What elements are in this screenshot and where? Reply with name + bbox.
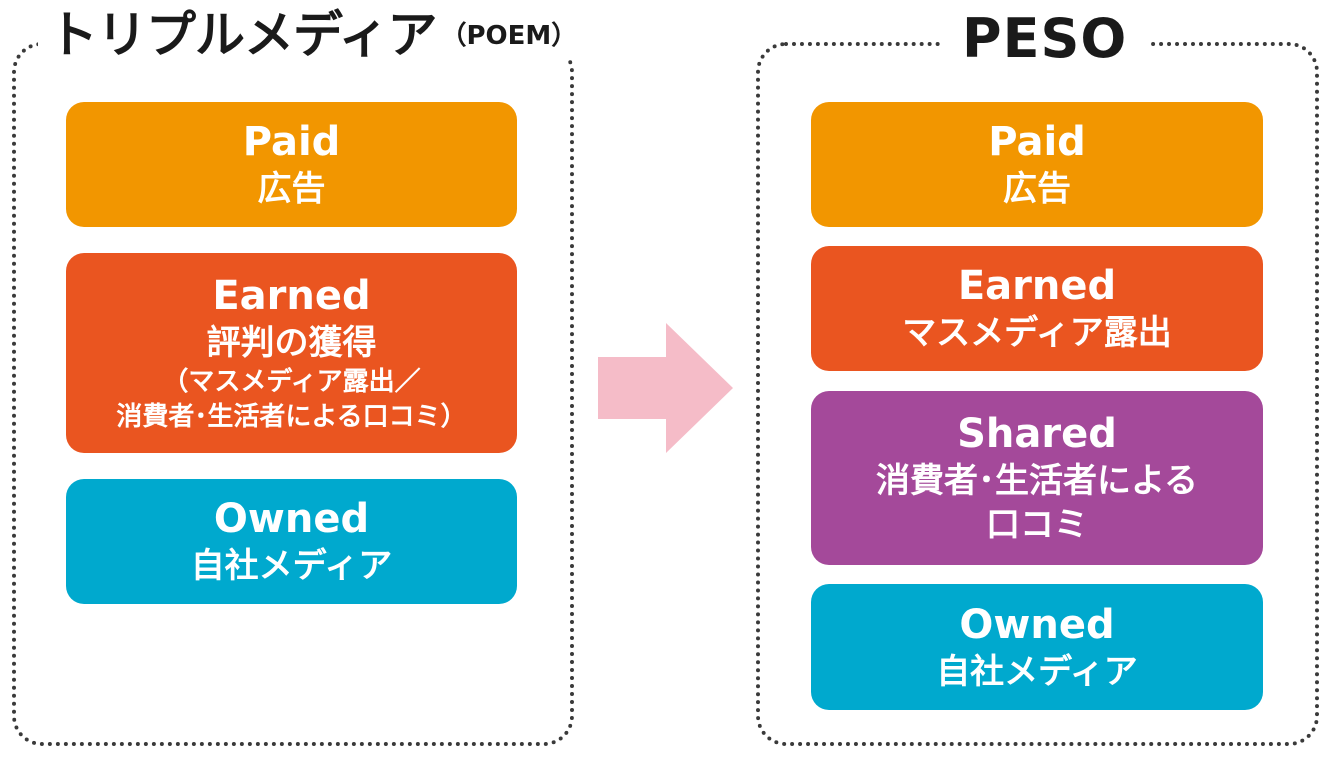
right-arrow-icon: [598, 323, 733, 453]
arrow-shape: [598, 323, 733, 453]
peso-shared-label: Shared: [957, 410, 1117, 457]
poem-owned-label: Owned: [213, 496, 370, 543]
triple-media-title-sub: （POEM）: [440, 21, 578, 51]
peso-paid-box: Paid 広告: [811, 102, 1263, 227]
peso-shared-desc-line2: 口コミ: [986, 505, 1088, 545]
peso-earned-desc: マスメディア露出: [902, 313, 1172, 354]
poem-earned-note-line1: （マスメディア露出／: [162, 367, 421, 397]
peso-owned-label: Owned: [959, 601, 1115, 648]
poem-earned-label: Earned: [212, 272, 371, 319]
triple-media-title: トリプルメディア（POEM）: [38, 10, 588, 60]
peso-title: PESO: [940, 12, 1150, 66]
peso-paid-desc: 広告: [1003, 169, 1071, 210]
peso-shared-desc-line1: 消費者･生活者による: [876, 460, 1198, 501]
peso-shared-box: Shared 消費者･生活者による 口コミ: [811, 391, 1263, 565]
peso-owned-box: Owned 自社メディア: [811, 584, 1263, 710]
peso-earned-box: Earned マスメディア露出: [811, 246, 1263, 371]
peso-earned-label: Earned: [957, 263, 1117, 310]
poem-paid-box: Paid 広告: [66, 102, 517, 227]
poem-earned-note-line2: 消費者･生活者による口コミ）: [116, 402, 467, 433]
peso-owned-desc: 自社メディア: [936, 651, 1138, 692]
poem-earned-desc: 評判の獲得: [206, 322, 377, 363]
poem-owned-desc: 自社メディア: [190, 546, 393, 587]
peso-paid-label: Paid: [988, 119, 1086, 166]
poem-owned-box: Owned 自社メディア: [66, 479, 517, 604]
poem-paid-desc: 広告: [257, 169, 326, 210]
poem-earned-box: Earned 評判の獲得 （マスメディア露出／ 消費者･生活者による口コミ）: [66, 253, 517, 453]
triple-media-title-main: トリプルメディア: [48, 6, 437, 64]
poem-paid-label: Paid: [242, 119, 341, 166]
